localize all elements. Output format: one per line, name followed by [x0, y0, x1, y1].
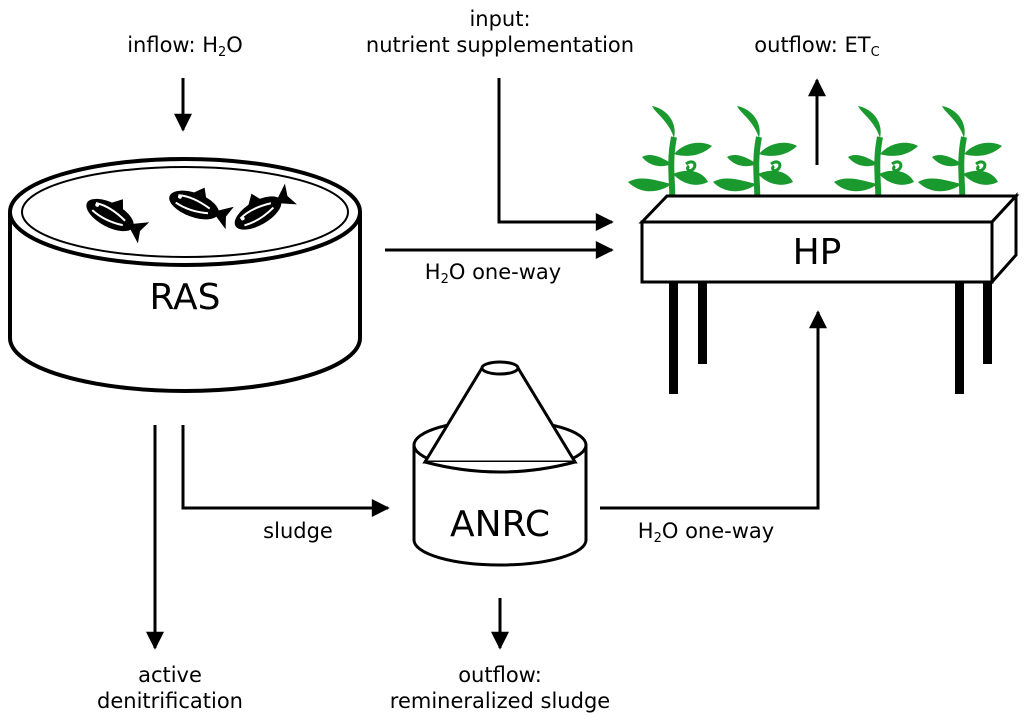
active-denitrification-line1: active	[138, 663, 202, 687]
hp-unit	[669, 260, 992, 394]
inflow-label-suffix: O	[226, 33, 243, 57]
anrc-to-hp-arrow	[600, 310, 827, 510]
ras-label: RAS	[149, 277, 221, 318]
sludge-label: sludge	[263, 519, 333, 543]
h2o-oneway-bottom-prefix: H	[637, 519, 654, 543]
h2o-oneway-bottom-label: H2O one-way	[637, 518, 775, 546]
inflow-label-sub: 2	[217, 45, 227, 60]
nutrient-input-arrow	[497, 78, 614, 231]
outflow-sludge-label: outflow: remineralized sludge	[390, 662, 610, 714]
outflow-sludge-line1: outflow:	[458, 663, 542, 687]
active-denitrification-label: active denitrification	[97, 662, 243, 714]
h2o-oneway-top-label: H2O one-way	[424, 259, 562, 287]
h2o-oneway-top-sub: 2	[440, 272, 449, 287]
sludge-arrow	[181, 425, 390, 517]
inflow-label-text: inflow: H	[127, 33, 218, 57]
h2o-oneway-top-prefix: H	[424, 260, 441, 284]
h2o-oneway-top-suffix: O one-way	[448, 260, 562, 284]
outflow-sludge-line2: remineralized sludge	[389, 689, 611, 713]
input-label-line2: nutrient supplementation	[365, 33, 635, 57]
active-denitrification-line2: denitrification	[97, 689, 243, 713]
hp-label: HP	[792, 232, 842, 273]
inflow-label: inflow: H2O	[127, 32, 243, 60]
outflow-et-label-sub: C	[870, 45, 880, 60]
hp-box	[638, 192, 1020, 286]
outflow-et-label-text: outflow: ET	[754, 33, 871, 57]
h2o-oneway-bottom-suffix: O one-way	[661, 519, 775, 543]
anrc-label: ANRC	[450, 504, 550, 545]
anrc-unit	[412, 360, 588, 567]
outflow-et-label: outflow: ETC	[754, 32, 880, 60]
input-label: input: nutrient supplementation	[366, 6, 634, 58]
h2o-oneway-bottom-sub: 2	[653, 531, 662, 546]
input-label-line1: input:	[469, 7, 531, 31]
